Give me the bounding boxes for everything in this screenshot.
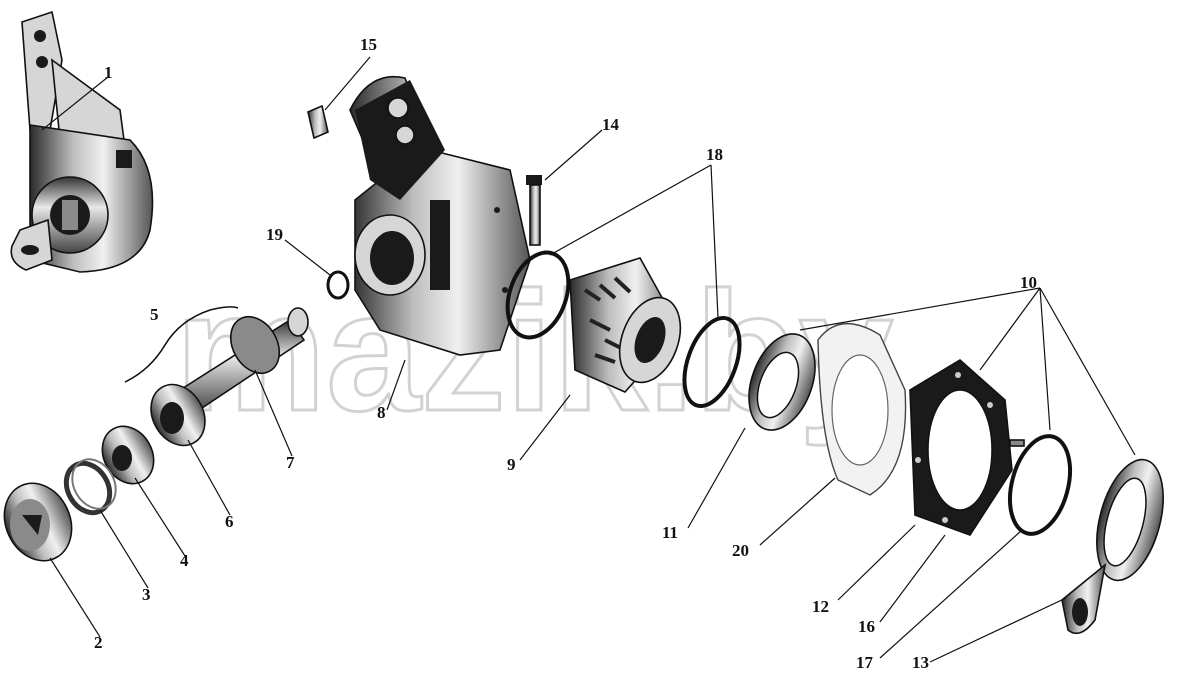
part-16-screw xyxy=(1009,439,1025,447)
callout-12: 12 xyxy=(812,597,829,616)
callout-3: 3 xyxy=(142,585,151,604)
callout-14: 14 xyxy=(602,115,620,134)
callout-15: 15 xyxy=(360,35,377,54)
callout-11: 11 xyxy=(662,523,678,542)
part-13-end-cover xyxy=(1061,458,1164,635)
callout-6: 6 xyxy=(225,512,234,531)
part-17-o-ring xyxy=(1008,434,1072,536)
part-7-worm-shaft xyxy=(178,307,309,414)
callout-10: 10 xyxy=(1020,273,1037,292)
part-5-spring-wire xyxy=(124,306,239,383)
callout-13: 13 xyxy=(912,653,929,672)
callout-4: 4 xyxy=(180,551,189,570)
part-1-assembled-adjuster xyxy=(10,10,154,273)
part-2-cap xyxy=(3,482,73,562)
part-19-small-ring xyxy=(326,270,350,300)
callout-8: 8 xyxy=(377,403,386,422)
callout-20: 20 xyxy=(732,541,749,560)
callout-7: 7 xyxy=(286,453,295,472)
part-6-worm-gear xyxy=(150,383,206,447)
callout-1: 1 xyxy=(104,63,113,82)
part-15-pin xyxy=(307,104,329,140)
part-8-housing xyxy=(349,76,531,356)
leader-lines xyxy=(41,56,1136,663)
part-12-cover-plate xyxy=(909,359,1013,536)
callout-19: 19 xyxy=(266,225,283,244)
callout-16: 16 xyxy=(858,617,875,636)
callout-18: 18 xyxy=(706,145,723,164)
part-11-seal xyxy=(748,333,816,431)
callout-2: 2 xyxy=(94,633,103,652)
callout-17: 17 xyxy=(856,653,874,672)
callout-5: 5 xyxy=(150,305,159,324)
part-14-bolt xyxy=(526,175,542,246)
part-4-gear xyxy=(101,425,155,485)
part-9-sleeve xyxy=(569,257,682,393)
part-20-gasket xyxy=(817,322,907,496)
callout-9: 9 xyxy=(507,455,516,474)
